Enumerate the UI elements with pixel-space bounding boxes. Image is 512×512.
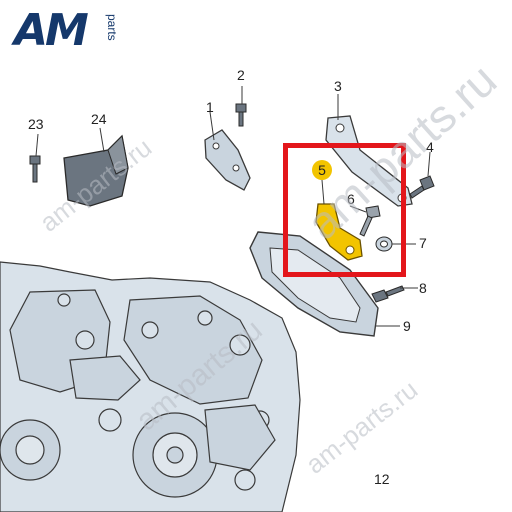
part-2-bolt bbox=[235, 103, 247, 127]
part-24-bracket bbox=[63, 134, 129, 207]
callout-12: 12 bbox=[374, 471, 390, 487]
callout-7: 7 bbox=[419, 235, 427, 251]
part-5-highlighted-bracket bbox=[315, 203, 363, 261]
callout-24: 24 bbox=[91, 111, 107, 127]
callout-5: 5 bbox=[312, 160, 332, 180]
highlight-frame bbox=[283, 143, 406, 277]
callout-8: 8 bbox=[419, 280, 427, 296]
am-parts-logo: AM parts bbox=[14, 8, 144, 54]
callout-6: 6 bbox=[347, 191, 355, 207]
part-6-screw bbox=[359, 205, 381, 237]
part-9-cover-plate bbox=[249, 231, 379, 337]
leader-lines bbox=[35, 86, 431, 327]
callout-23: 23 bbox=[28, 116, 44, 132]
part-1-bracket bbox=[204, 129, 251, 191]
callout-1: 1 bbox=[206, 99, 214, 115]
transmission-housing bbox=[0, 261, 301, 512]
part-3-gasket bbox=[325, 115, 413, 207]
part-8-bolt bbox=[371, 285, 405, 303]
callout-4: 4 bbox=[426, 139, 434, 155]
callout-3: 3 bbox=[334, 78, 342, 94]
part-23-bolt bbox=[29, 155, 41, 183]
part-4-bolt bbox=[409, 175, 435, 199]
logo-text: AM bbox=[14, 5, 89, 56]
callout-9: 9 bbox=[403, 318, 411, 334]
callout-2: 2 bbox=[237, 67, 245, 83]
